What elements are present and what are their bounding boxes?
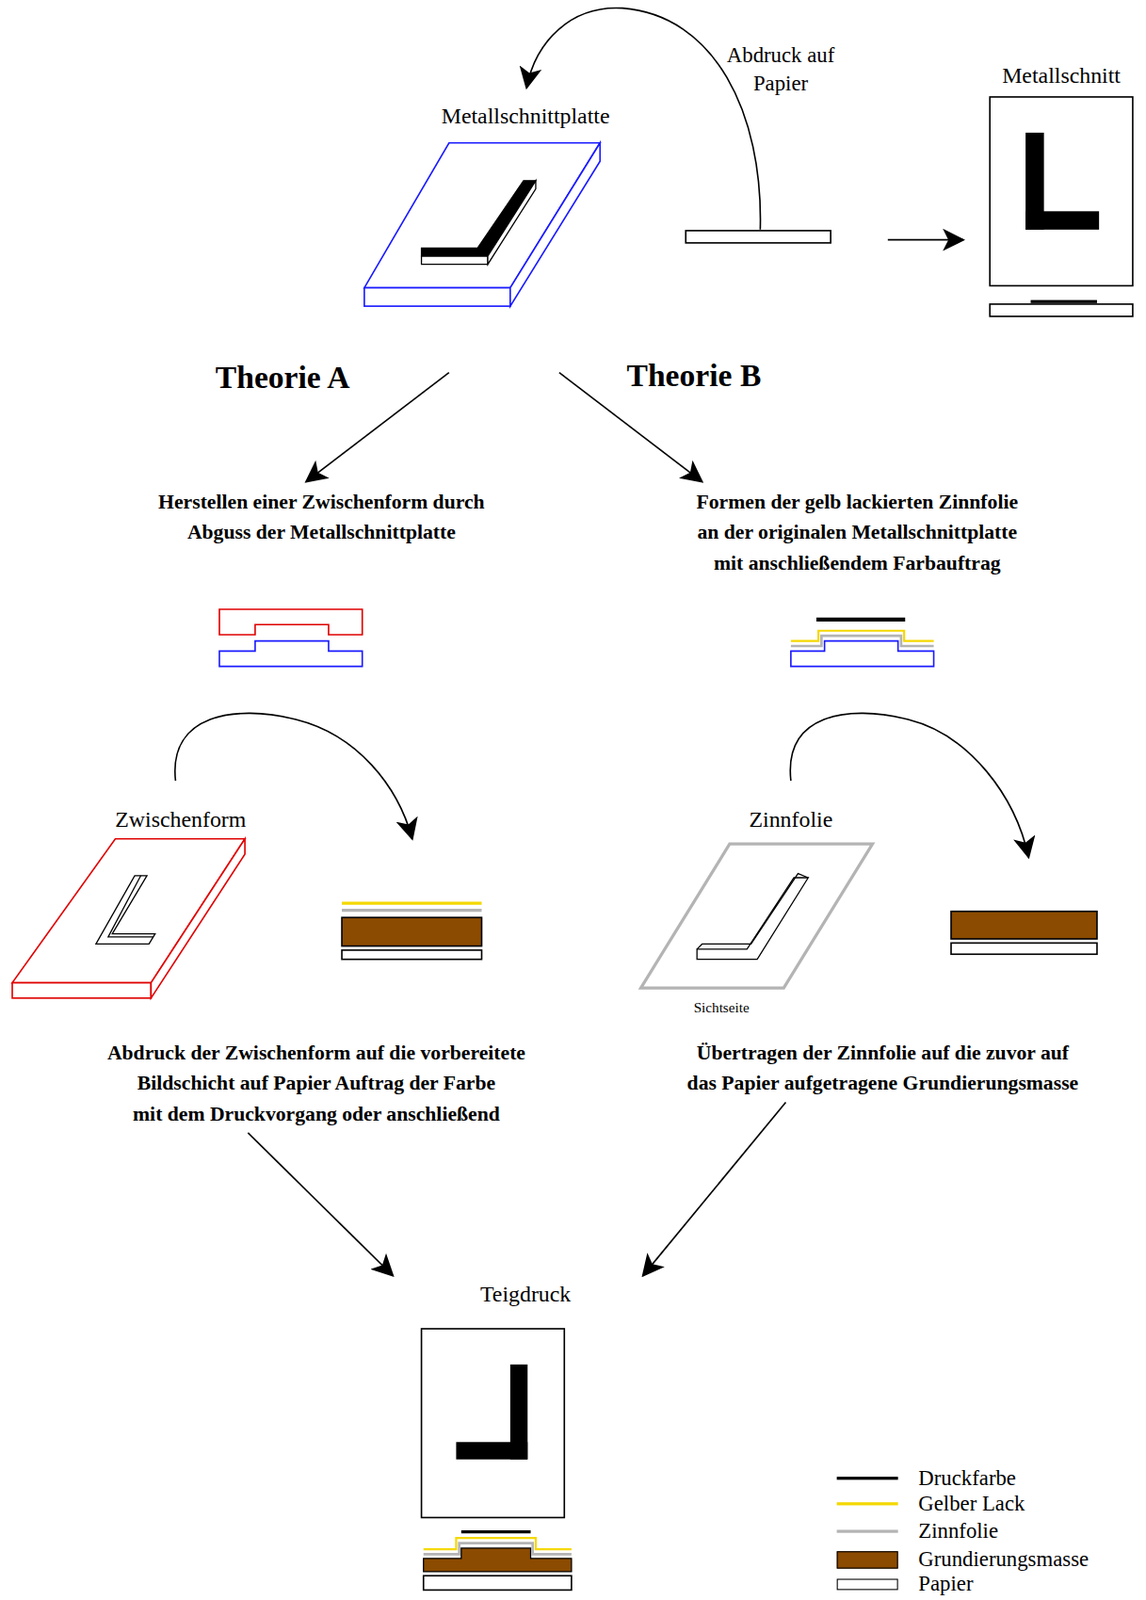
legend-text: Papier <box>918 1571 973 1597</box>
paste-print-section <box>423 1532 572 1591</box>
figure-title: Teigdruck <box>377 1279 674 1308</box>
legend-text: Druckfarbe <box>918 1465 1017 1490</box>
foil-relief <box>696 873 808 960</box>
step-text: Formen der gelb lackierten Zinnfolie an … <box>627 482 1087 582</box>
layer-stack <box>951 911 1098 955</box>
result-node: Teigdruck <box>377 1275 674 1314</box>
layer-stack <box>341 903 482 960</box>
legend-line <box>837 1476 899 1480</box>
step-label: Herstellen einer Zwischenform durch Abgu… <box>122 485 521 548</box>
step-text: Herstellen einer Zwischenform durch Abgu… <box>122 482 521 553</box>
figure-title: Metallschnittplatte <box>362 101 690 130</box>
metal-plate <box>364 143 600 307</box>
step-label: Formen der gelb lackierten Zinnfolie an … <box>627 485 1087 579</box>
mould-recess <box>96 875 156 945</box>
yellow-lacquer <box>790 630 935 642</box>
arrow <box>887 239 964 242</box>
flow-arrow <box>643 1101 787 1276</box>
step-label: Abdruck der Zwischenform auf die vorbere… <box>61 1036 572 1130</box>
paper <box>685 230 831 243</box>
metal-plate <box>219 641 363 667</box>
legend-text: Zinnfolie <box>918 1518 999 1544</box>
print-letter <box>1025 210 1099 230</box>
step-text: Abdruck der Zwischenform auf die vorbere… <box>61 1033 572 1133</box>
step-text: Übertragen der Zinnfolie auf die zuvor a… <box>622 1033 1144 1103</box>
legend-line <box>837 1529 899 1533</box>
cast-mould <box>219 609 363 635</box>
legend-text: Grundierungsmasse <box>918 1547 1089 1572</box>
print-letter <box>455 1441 528 1459</box>
ink-layer <box>1031 300 1098 304</box>
plate-node: Metallschnittplatte <box>362 101 690 372</box>
intermediate-mould <box>12 839 245 999</box>
result-node: Metallschnitt <box>979 57 1143 96</box>
process-label: Abdruck auf Papier <box>724 40 837 98</box>
ink <box>816 617 905 622</box>
legend-swatch <box>837 1550 899 1568</box>
print-frame <box>421 1328 565 1518</box>
part-name: Zwischenform <box>114 806 246 833</box>
step-label: Übertragen der Zinnfolie auf die zuvor a… <box>622 1036 1144 1098</box>
legend-paper <box>837 1578 899 1590</box>
part-name: Zinnfolie <box>749 806 834 833</box>
print-frame <box>989 96 1133 286</box>
plate-relief <box>421 180 536 265</box>
side-note: Sichtseite <box>694 1000 750 1017</box>
legend-line <box>837 1501 899 1505</box>
theory-title: Theorie B <box>627 356 762 394</box>
paper <box>989 304 1133 317</box>
transfer-arrow <box>790 712 1029 857</box>
figure-title: Metallschnitt <box>979 61 1143 90</box>
legend-text: Gelber Lack <box>918 1490 1025 1516</box>
tin-foil-sheet <box>641 843 873 988</box>
flow-arrow <box>247 1132 393 1276</box>
theory-title: Theorie A <box>215 358 351 396</box>
